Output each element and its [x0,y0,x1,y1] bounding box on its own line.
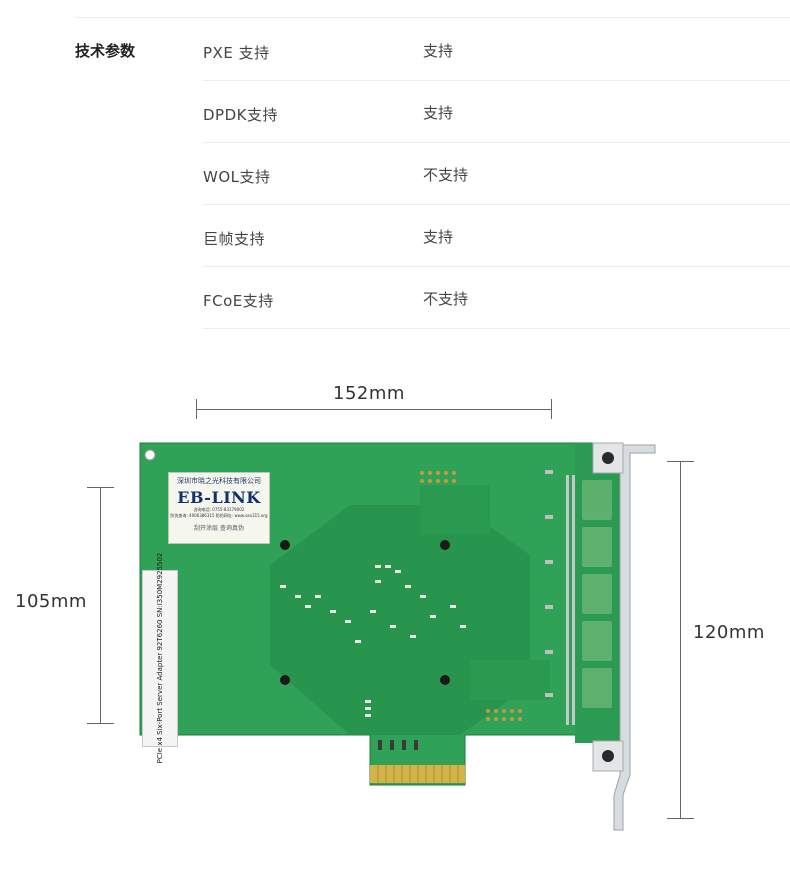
width-dimension-line [196,409,551,410]
sticker-brand-logo: EB-LINK [177,488,261,507]
spec-name: WOL支持 [203,168,271,186]
height-right-tick-top [667,461,694,462]
width-dimension-label: 152mm [333,383,405,404]
height-left-dimension-line [100,487,101,724]
spec-row: DPDK支持 支持 [203,80,790,143]
height-left-tick-top [87,487,114,488]
product-label-text: PCIe x4 Six-Port Server Adapter 92T6260 … [156,552,164,764]
product-label: PCIe x4 Six-Port Server Adapter 92T6260 … [142,553,178,763]
anti-counterfeit-sticker: 深圳市晓之光科技有限公司 EB-LINK 咨询电话: 0755-83179002… [168,472,270,544]
spec-value: 不支持 [423,290,469,308]
spec-name: 巨帧支持 [203,230,266,248]
spec-name: FCoE支持 [203,292,274,310]
table-top-divider [75,17,790,18]
sticker-query: 防伪查询: 4006386315 防伪网址: www.sao315.org [170,513,268,518]
spec-value: 支持 [423,42,454,60]
sticker-phone: 咨询电话: 0755-83179002 [193,507,245,512]
width-dimension-tick-right [551,399,552,419]
spec-value: 支持 [423,104,454,122]
spec-row: 巨帧支持 支持 [203,204,790,267]
width-dimension-tick-left [196,399,197,419]
height-left-dimension-label: 105mm [15,591,87,612]
sticker-company: 深圳市晓之光科技有限公司 [177,477,261,485]
sticker-scratch-text: 刮开涂层 查询真伪 [194,525,244,532]
height-right-dimension-line [680,461,681,819]
section-label: 技术参数 [75,42,136,60]
spec-value: 支持 [423,228,454,246]
spec-row: WOL支持 不支持 [203,142,790,205]
spec-name: PXE 支持 [203,44,270,62]
spec-value: 不支持 [423,166,469,184]
height-left-tick-bottom [87,723,114,724]
spec-row: FCoE支持 不支持 [203,266,790,329]
height-right-tick-bottom [667,818,694,819]
network-card-image: 深圳市晓之光科技有限公司 EB-LINK 咨询电话: 0755-83179002… [130,435,670,835]
spec-name: DPDK支持 [203,106,278,124]
spec-row: PXE 支持 支持 [203,18,790,81]
height-right-dimension-label: 120mm [693,622,765,643]
